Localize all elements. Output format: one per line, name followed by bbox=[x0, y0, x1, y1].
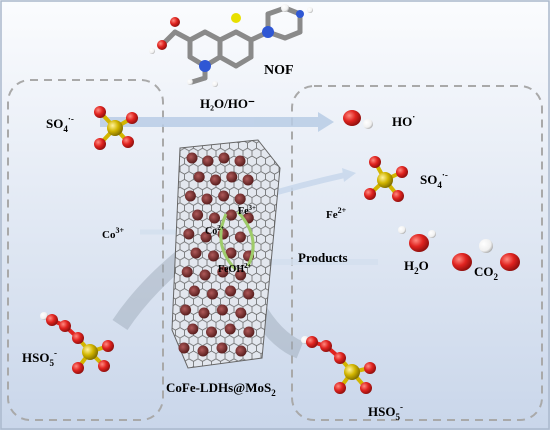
nanoparticle bbox=[201, 193, 213, 205]
nanoparticle bbox=[187, 323, 199, 335]
nanoparticle bbox=[193, 171, 205, 183]
nanoparticle bbox=[209, 212, 220, 224]
label-co3: Co3+ bbox=[102, 226, 124, 241]
label-co2: CO2 bbox=[474, 264, 499, 282]
nof-molecule bbox=[149, 4, 313, 87]
nanoparticle bbox=[216, 342, 228, 354]
nanoparticle bbox=[192, 209, 204, 221]
nanoparticle bbox=[224, 323, 236, 335]
so4-molecule-left bbox=[94, 106, 138, 150]
nanoparticle bbox=[181, 266, 193, 278]
redox-cycle-left bbox=[219, 213, 238, 272]
nanoparticle bbox=[243, 288, 255, 300]
nanoparticle bbox=[188, 285, 200, 297]
label-nof: NOF bbox=[264, 63, 294, 78]
label-co2-plus: Co2+ bbox=[205, 224, 225, 237]
nanoparticle bbox=[242, 174, 254, 186]
nanoparticle bbox=[225, 285, 237, 297]
nanoparticle bbox=[235, 307, 247, 319]
nanoparticle bbox=[225, 247, 237, 259]
right-dashed-box bbox=[291, 85, 543, 421]
label-so4-left: SO4·- bbox=[46, 114, 74, 134]
nanoparticle bbox=[217, 266, 229, 278]
label-oxidant-top: H₂O/HO⁻ bbox=[200, 96, 255, 111]
nanoparticle bbox=[197, 345, 209, 357]
label-so4-right: SO4·- bbox=[420, 170, 448, 190]
nanoparticle bbox=[190, 247, 202, 259]
nanoparticle bbox=[184, 190, 196, 202]
nanoparticle bbox=[225, 209, 237, 221]
nanoparticle bbox=[210, 174, 221, 186]
hso5-molecule-left bbox=[40, 312, 114, 374]
nanoparticle bbox=[208, 250, 219, 262]
label-fe3: Fe3+ bbox=[238, 204, 256, 217]
nanoparticle bbox=[202, 155, 214, 167]
so4-molecule-right bbox=[364, 156, 408, 202]
nanoparticle bbox=[218, 190, 230, 202]
hso5-molecule-right bbox=[301, 336, 376, 394]
nanoparticle bbox=[243, 326, 255, 338]
nanoparticle bbox=[178, 342, 190, 354]
label-h2o: H2O bbox=[404, 258, 429, 276]
ho-radical-molecule bbox=[343, 110, 373, 129]
label-ho-right: HO· bbox=[392, 112, 415, 129]
so4-arrow-head bbox=[342, 168, 356, 182]
nanoparticle bbox=[234, 155, 246, 167]
nanoparticle bbox=[216, 304, 228, 316]
label-hso5-right: HSO5- bbox=[368, 402, 403, 422]
nanoparticle bbox=[235, 269, 247, 281]
nanoparticle bbox=[186, 152, 198, 164]
sheet-nanoparticles bbox=[178, 152, 255, 357]
nanoparticle bbox=[226, 171, 238, 183]
label-hso5-left: HSO5- bbox=[22, 348, 57, 368]
nanoparticle bbox=[183, 228, 195, 240]
label-fe2: Fe2+ bbox=[326, 206, 347, 221]
label-catalyst: CoFe-LDHs@MoS2 bbox=[166, 380, 276, 398]
nanoparticle bbox=[180, 304, 192, 316]
h2o-molecule bbox=[398, 226, 436, 252]
nanoparticle bbox=[206, 326, 217, 338]
co2-molecule bbox=[452, 239, 520, 271]
label-feoh2: FeOH2+ bbox=[218, 262, 252, 275]
nanoparticle bbox=[218, 152, 230, 164]
nanoparticle bbox=[207, 288, 218, 300]
catalyst-sheet bbox=[171, 139, 281, 369]
redox-cycle-right bbox=[236, 210, 255, 267]
top-arrow-head bbox=[318, 112, 334, 132]
nanoparticle bbox=[234, 231, 246, 243]
nanoparticle bbox=[198, 307, 210, 319]
nanoparticle bbox=[235, 345, 247, 357]
label-products: Products bbox=[298, 250, 348, 265]
nanoparticle bbox=[199, 269, 211, 281]
nanoparticle bbox=[234, 193, 246, 205]
nanoparticle bbox=[200, 231, 212, 243]
